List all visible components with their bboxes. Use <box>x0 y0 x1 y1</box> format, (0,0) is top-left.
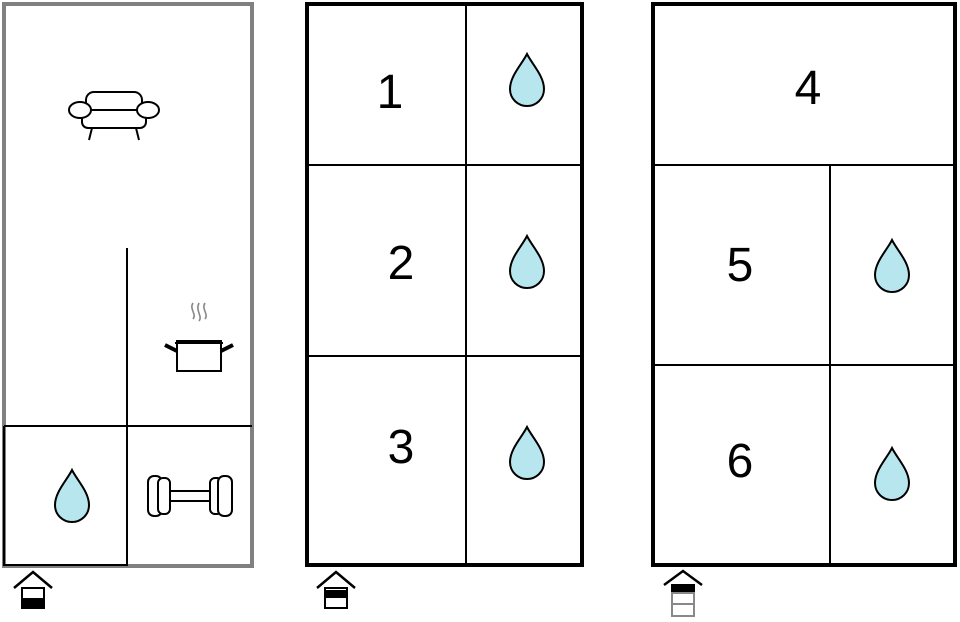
room-number: 5 <box>727 239 754 292</box>
room-number: 3 <box>388 421 415 474</box>
sofa-icon <box>68 91 160 141</box>
room-number: 1 <box>377 66 404 119</box>
floor-3: 4 5 6 <box>651 2 957 617</box>
floor-2: 1 2 3 <box>305 2 584 609</box>
entrance-level-1-icon <box>13 570 53 609</box>
room-number: 4 <box>795 62 822 115</box>
cooking-pot-icon <box>164 302 234 372</box>
room-number: 6 <box>727 435 754 488</box>
entrance-level-2-icon <box>316 570 356 609</box>
room-number: 2 <box>388 237 415 290</box>
dumbbell-icon <box>147 475 233 517</box>
floor-ground <box>2 2 254 609</box>
entrance-level-3-icon <box>663 569 703 617</box>
